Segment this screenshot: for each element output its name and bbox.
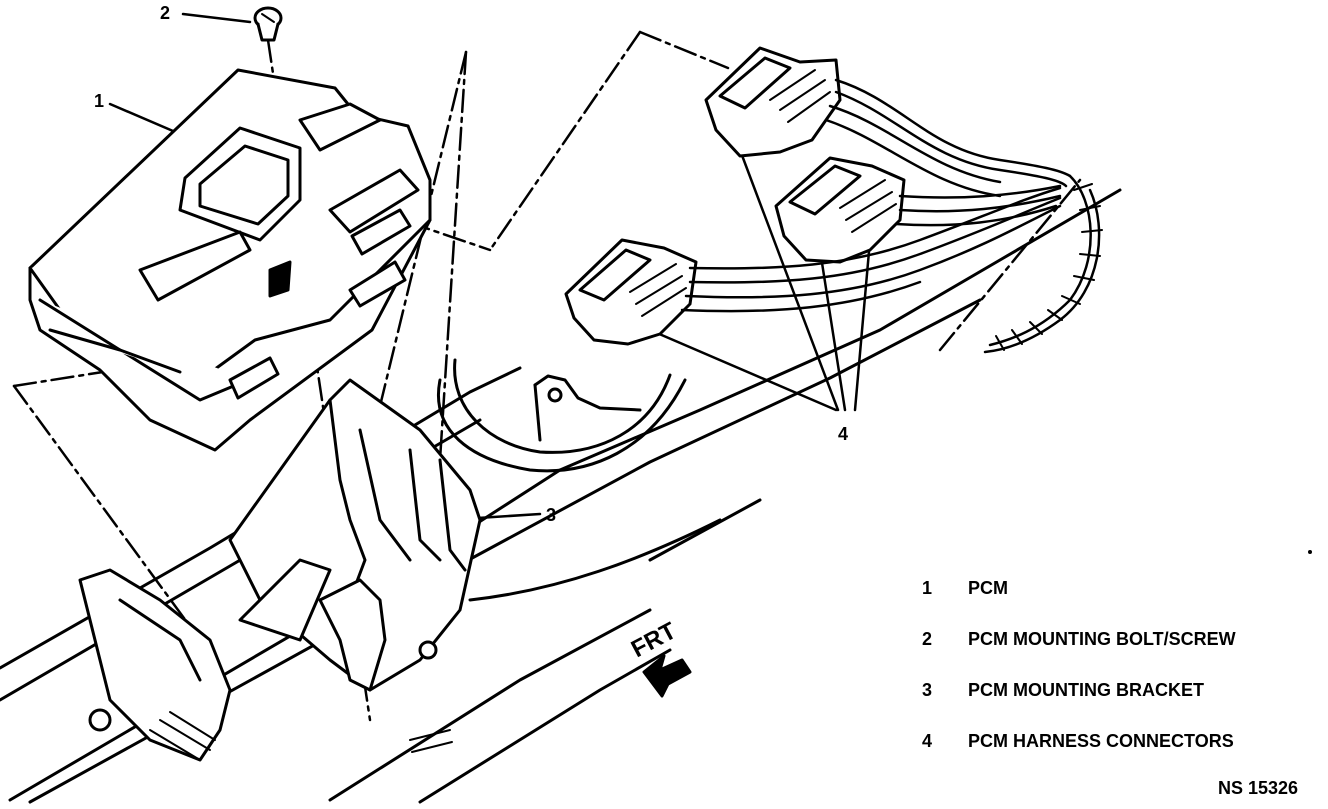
callout-4: 4 — [838, 424, 849, 444]
legend-number: 4 — [922, 731, 933, 751]
legend-label: PCM MOUNTING BRACKET — [968, 680, 1204, 700]
legend-number: 3 — [922, 680, 933, 700]
callout-1: 1 — [94, 91, 105, 111]
legend-label: PCM HARNESS CONNECTORS — [968, 731, 1234, 751]
callout-2: 2 — [160, 3, 171, 23]
legend-label: PCM MOUNTING BOLT/SCREW — [968, 629, 1236, 649]
wire-harness — [680, 78, 1103, 354]
front-direction-arrow — [642, 654, 692, 698]
pcm-mounting-screw — [253, 6, 283, 42]
legend-number: 1 — [922, 578, 933, 598]
figure-code: NS 15326 — [1218, 778, 1299, 798]
harness-connector-c — [564, 238, 698, 346]
harness-connector-a — [704, 46, 842, 158]
pcm-module — [28, 68, 432, 452]
legend-number: 2 — [922, 629, 933, 649]
pcm-mounting-bracket — [78, 378, 482, 762]
callout-3: 3 — [546, 505, 557, 525]
harness-connector-b — [774, 156, 906, 264]
legend-label: PCM — [968, 578, 1008, 598]
